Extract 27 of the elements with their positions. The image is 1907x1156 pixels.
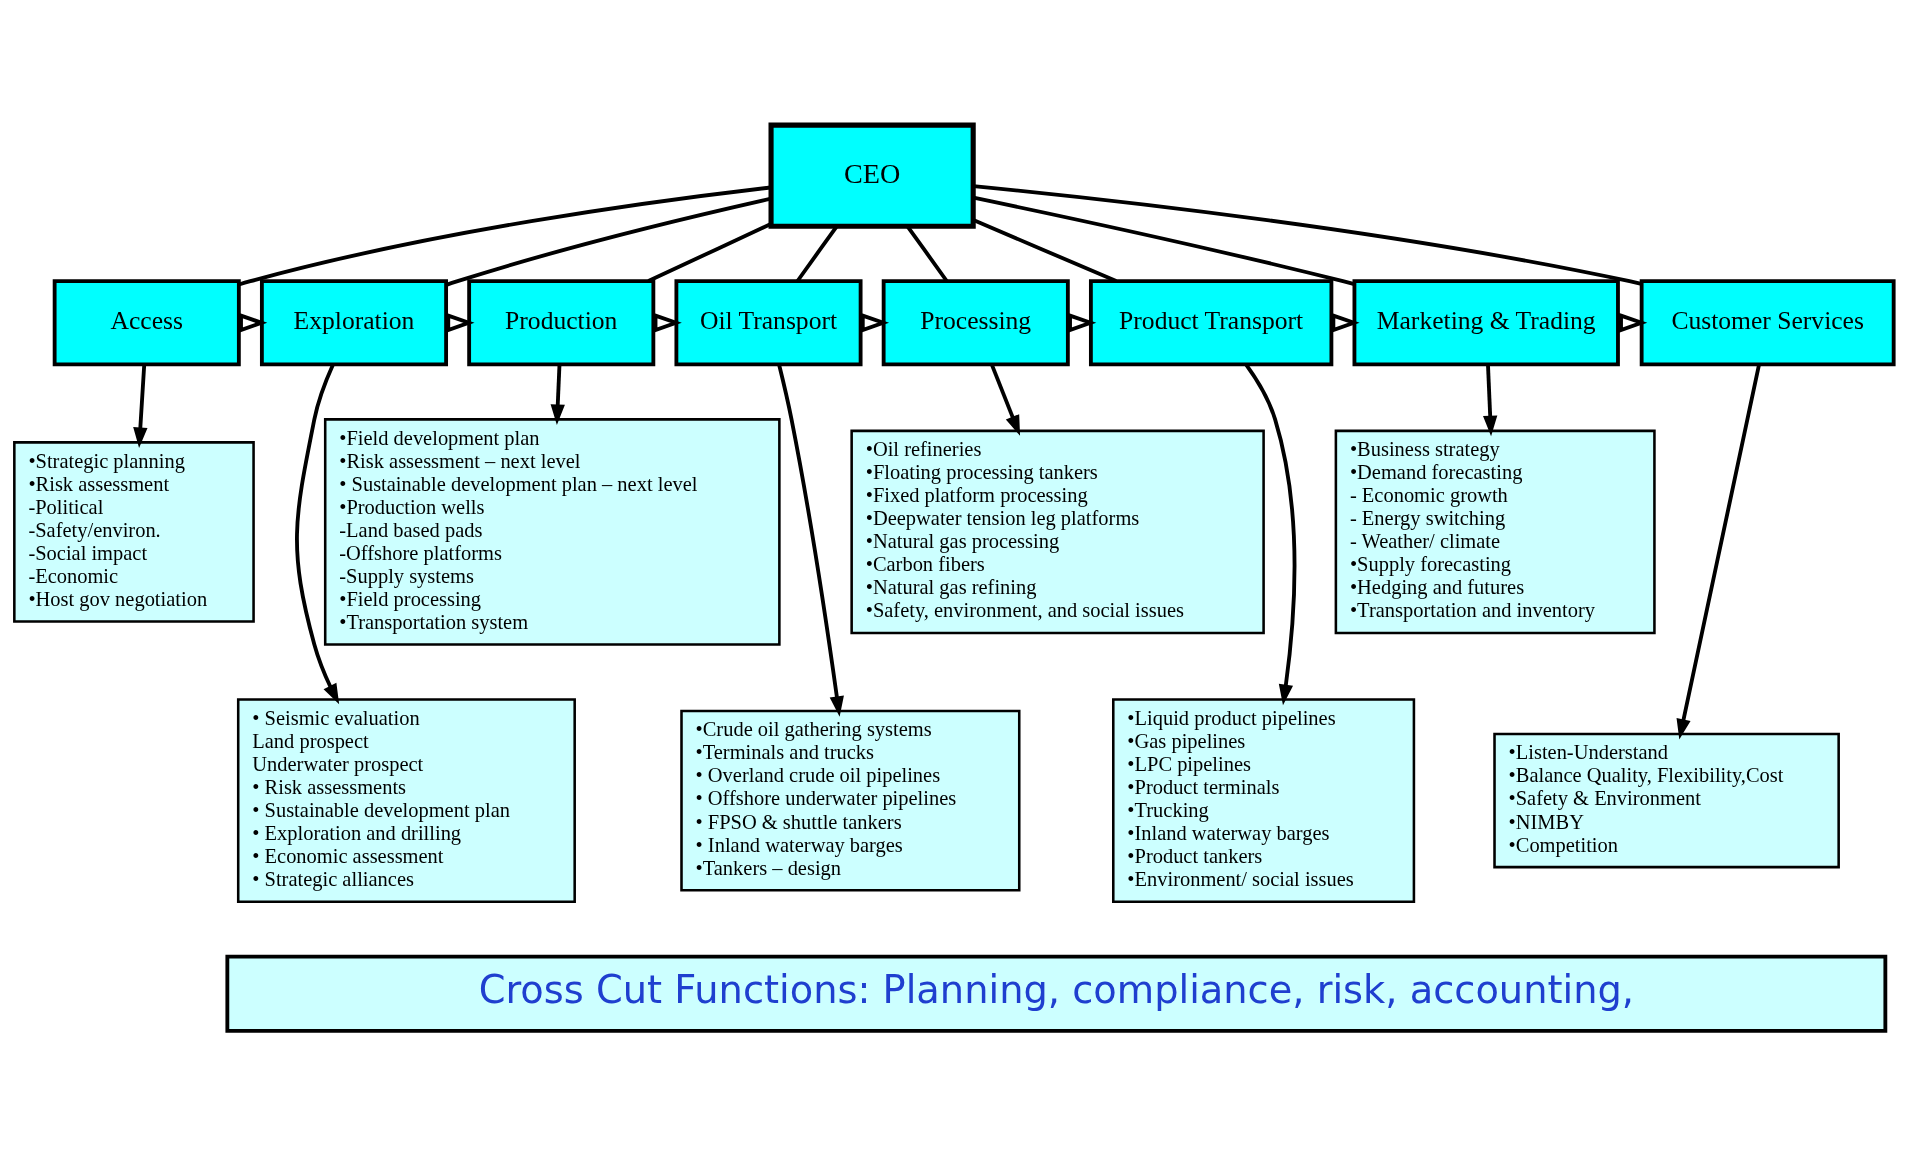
node-box: • Seismic evaluation Land prospect Underwater prospect • Risk assessments • Sustainable development plan • Exploration and drilling • Economic assessment • Strategic alliances xyxy=(236,698,576,903)
node-box: •Liquid product pipelines •Gas pipelines •LPC pipelines •Product terminals •Trucking •Inland waterway barges •Product tankers •Environment/ social issues xyxy=(1111,698,1415,903)
connector xyxy=(795,225,838,283)
node-box: •Listen-Understand •Balance Quality, Flexibility,Cost •Safety & Environment •NIMBY •Competition xyxy=(1492,732,1840,869)
arrow xyxy=(550,364,565,425)
arrow xyxy=(776,364,844,717)
node-box: •Oil refineries •Floating processing tankers •Fixed platform processing •Deepwater tension leg platforms •Natural gas processing •Carbon fibers •Natural gas refining •Safety, environment, and social issues xyxy=(849,429,1265,635)
connector xyxy=(972,218,1117,283)
node-box: •Field development plan •Risk assessment – next level • Sustainable development plan – next level •Production wells -Land based pads -Offshore platforms -Supply systems •Field processing •Transportation system xyxy=(323,418,781,646)
node-box: •Crude oil gathering systems •Terminals and trucks • Overland crude oil pipelines • Offshore underwater pipelines • FPSO & shuttle tankers • Inland waterway barges •Tankers – design xyxy=(679,709,1021,892)
connector xyxy=(445,196,771,287)
connector xyxy=(972,184,1642,286)
node-box: •Strategic planning •Risk assessment -Political -Safety/environ. -Social impact -Economic •Host gov negotiation xyxy=(12,441,255,623)
arrow xyxy=(294,363,339,705)
connector xyxy=(647,222,772,283)
connector xyxy=(972,195,1355,286)
arrow xyxy=(132,364,148,448)
node-box: CEO xyxy=(768,122,976,229)
node-box: •Business strategy •Demand forecasting - Economic growth - Energy switching - Weather/ climate •Supply forecasting •Hedging and futures •Transportation and inventory xyxy=(1334,429,1656,635)
node-box: Customer Services xyxy=(1639,279,1896,367)
connector xyxy=(905,225,948,283)
arrow xyxy=(1482,364,1497,437)
connector xyxy=(238,185,771,287)
node-box: Cross Cut Functions: Planning, compliance, risk, accounting, xyxy=(224,954,1887,1033)
arrow xyxy=(1243,363,1296,706)
arrow xyxy=(1676,364,1761,740)
arrow xyxy=(989,363,1020,436)
